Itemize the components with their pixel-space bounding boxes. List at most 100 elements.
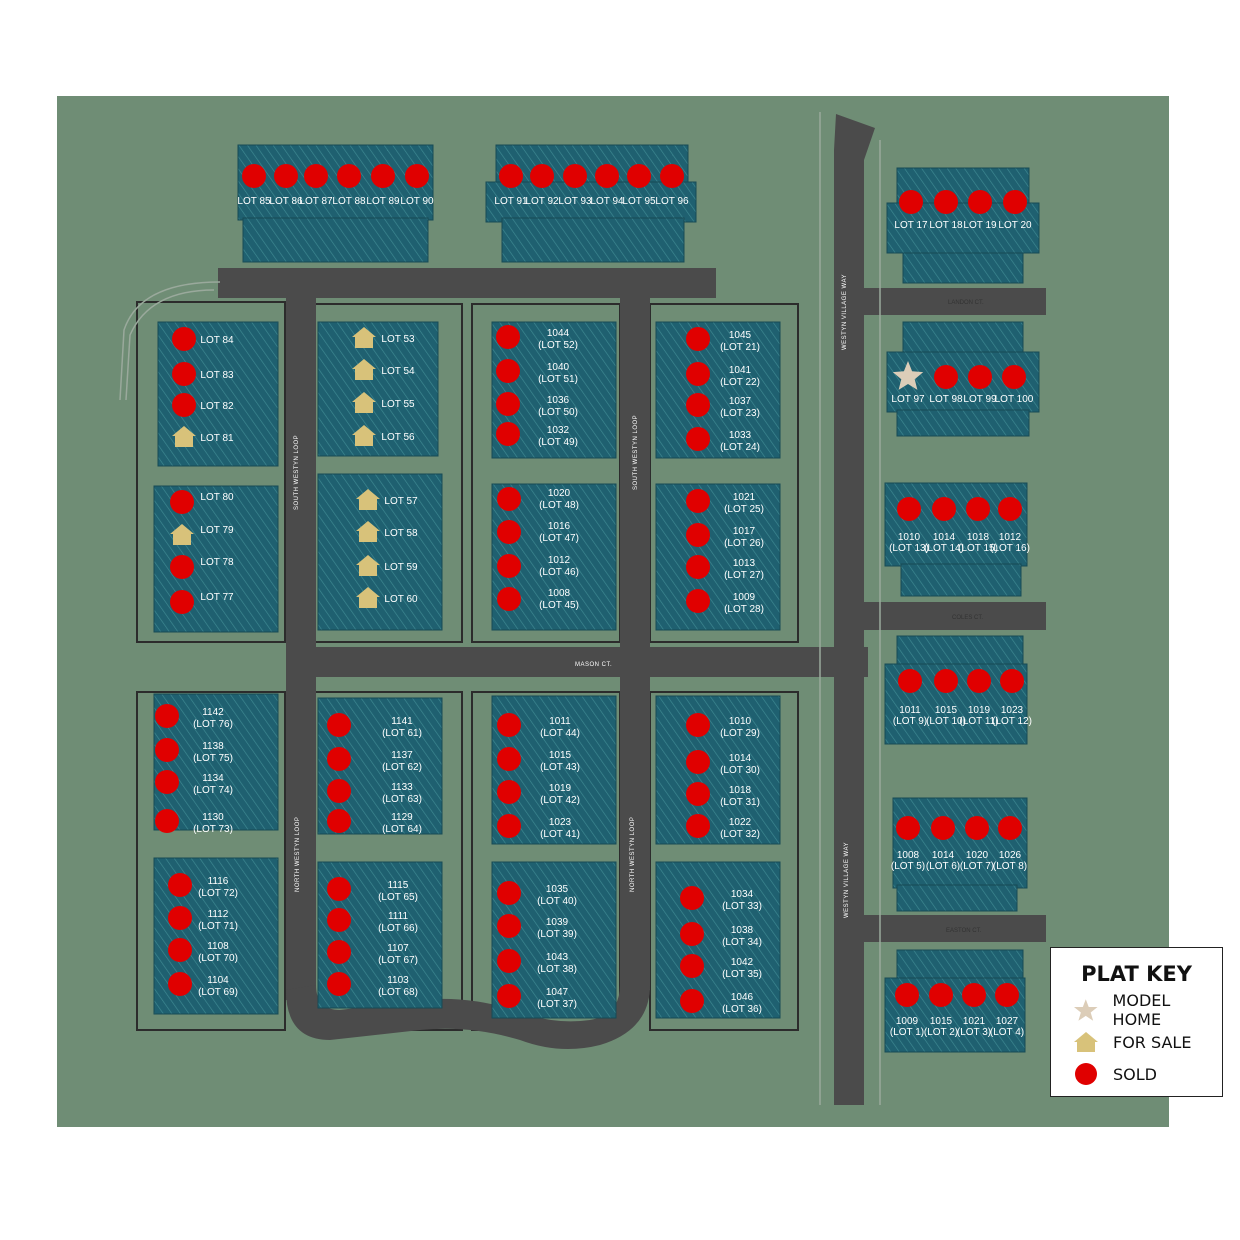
lot[interactable]: LOT 90 — [400, 164, 434, 207]
lot[interactable]: 1012(LOT 46) — [497, 554, 579, 578]
lot[interactable]: 1012(LOT 16) — [990, 497, 1030, 554]
lot[interactable]: 1111(LOT 66) — [327, 908, 418, 934]
lot[interactable]: LOT 56 — [352, 425, 415, 446]
lot[interactable]: LOT 53 — [352, 327, 415, 348]
lot[interactable]: LOT 91 — [494, 164, 528, 207]
lot[interactable]: 1115(LOT 65) — [327, 877, 418, 903]
lot[interactable]: 1038(LOT 34) — [680, 922, 762, 948]
lot[interactable]: LOT 96 — [655, 164, 689, 207]
lot[interactable]: 1141(LOT 61) — [327, 713, 422, 739]
lot[interactable]: 1013(LOT 27) — [686, 555, 764, 581]
lot[interactable]: 1138(LOT 75) — [155, 738, 233, 764]
lot[interactable]: 1040(LOT 51) — [496, 359, 578, 385]
lot[interactable]: 1103(LOT 68) — [327, 972, 418, 998]
lot[interactable]: 1022(LOT 32) — [686, 814, 760, 840]
lot[interactable]: 1010(LOT 13) — [889, 497, 929, 554]
lot[interactable]: LOT 89 — [366, 164, 400, 207]
lot[interactable]: 1023(LOT 41) — [497, 814, 580, 840]
lot[interactable]: 1041(LOT 22) — [686, 362, 760, 388]
lot[interactable]: 1010(LOT 29) — [686, 713, 760, 739]
lot[interactable]: LOT 20 — [998, 190, 1032, 231]
lot[interactable]: 1043(LOT 38) — [497, 949, 577, 975]
lot[interactable]: 1046(LOT 36) — [680, 989, 762, 1015]
lot[interactable]: 1020(LOT 7) — [960, 816, 994, 872]
lot[interactable]: LOT 60 — [356, 587, 418, 608]
lot[interactable]: 1008(LOT 45) — [497, 587, 579, 611]
lot[interactable]: LOT 84 — [172, 327, 234, 351]
lot[interactable]: 1014(LOT 14) — [924, 497, 964, 554]
lot[interactable]: 1035(LOT 40) — [497, 881, 577, 907]
lot[interactable]: 1019(LOT 11) — [959, 669, 999, 727]
lot[interactable]: 1130(LOT 73) — [155, 809, 233, 835]
lot[interactable]: 1009(LOT 1) — [890, 983, 924, 1038]
lot[interactable]: 1036(LOT 50) — [496, 392, 578, 418]
lot[interactable]: 1011(LOT 44) — [497, 713, 580, 739]
lot[interactable]: 1015(LOT 43) — [497, 747, 580, 773]
lot[interactable]: 1008(LOT 5) — [891, 816, 925, 872]
lot[interactable]: 1032(LOT 49) — [496, 422, 578, 448]
lot[interactable]: LOT 88 — [332, 164, 366, 207]
lot[interactable]: LOT 77 — [170, 590, 234, 614]
lot[interactable]: 1015(LOT 10) — [926, 669, 966, 727]
lot[interactable]: 1044(LOT 52) — [496, 325, 578, 351]
lot[interactable]: LOT 83 — [172, 362, 234, 386]
lot[interactable]: 1042(LOT 35) — [680, 954, 762, 980]
lot[interactable]: LOT 58 — [356, 521, 418, 542]
lot[interactable]: 1018(LOT 31) — [686, 782, 760, 808]
lot[interactable]: 1142(LOT 76) — [155, 704, 233, 730]
lot[interactable]: LOT 59 — [356, 555, 418, 576]
lot[interactable]: LOT 99 — [963, 365, 997, 405]
lot[interactable]: 1137(LOT 62) — [327, 747, 422, 773]
lot[interactable]: LOT 55 — [352, 392, 415, 413]
lot[interactable]: 1021(LOT 25) — [686, 489, 764, 515]
lot[interactable]: LOT 93 — [558, 164, 592, 207]
lot[interactable]: 1047(LOT 37) — [497, 984, 577, 1010]
lot[interactable]: 1107(LOT 67) — [327, 940, 418, 966]
lot[interactable]: 1104(LOT 69) — [168, 972, 238, 998]
lot[interactable]: LOT 80 — [170, 490, 234, 514]
lot[interactable]: LOT 100 — [995, 365, 1034, 405]
lot[interactable]: LOT 95 — [622, 164, 656, 207]
lot[interactable]: 1026(LOT 8) — [993, 816, 1027, 872]
lot[interactable]: 1015(LOT 2) — [924, 983, 958, 1038]
lot[interactable]: 1016(LOT 47) — [497, 520, 579, 544]
lot[interactable]: 1009(LOT 28) — [686, 589, 764, 615]
lot[interactable]: 1033(LOT 24) — [686, 427, 760, 453]
lot[interactable]: LOT 54 — [352, 359, 415, 380]
lot[interactable]: LOT 85 — [237, 164, 271, 207]
lot[interactable]: LOT 81 — [172, 426, 234, 447]
lot[interactable]: 1023(LOT 12) — [992, 669, 1032, 727]
lot[interactable]: LOT 82 — [172, 393, 234, 417]
lot[interactable]: LOT 98 — [929, 365, 963, 405]
lot[interactable]: 1027(LOT 4) — [990, 983, 1024, 1038]
lot[interactable]: 1014(LOT 6) — [926, 816, 960, 872]
lot[interactable]: LOT 94 — [590, 164, 624, 207]
lot[interactable]: LOT 57 — [356, 489, 418, 510]
lot[interactable]: 1108(LOT 70) — [168, 938, 238, 964]
lot[interactable]: LOT 86 — [269, 164, 303, 207]
lot[interactable]: LOT 18 — [929, 190, 963, 231]
lot[interactable]: 1116(LOT 72) — [168, 873, 238, 899]
lot[interactable]: 1112(LOT 71) — [168, 906, 238, 932]
lot[interactable]: LOT 79 — [170, 524, 234, 545]
lot[interactable]: 1045(LOT 21) — [686, 327, 760, 353]
lot[interactable]: LOT 19 — [963, 190, 997, 231]
lot[interactable]: 1019(LOT 42) — [497, 780, 580, 806]
lot[interactable]: 1034(LOT 33) — [680, 886, 762, 912]
lot[interactable]: LOT 87 — [299, 164, 333, 207]
lot[interactable]: 1129(LOT 64) — [327, 809, 422, 835]
lot[interactable]: 1021(LOT 3) — [957, 983, 991, 1038]
lot[interactable]: 1133(LOT 63) — [327, 779, 422, 805]
lot[interactable]: 1037(LOT 23) — [686, 393, 760, 419]
lot[interactable]: 1039(LOT 39) — [497, 914, 577, 940]
lot[interactable]: 1020(LOT 48) — [497, 487, 579, 511]
lot[interactable]: LOT 78 — [170, 555, 234, 579]
lot[interactable]: 1014(LOT 30) — [686, 750, 760, 776]
lot[interactable]: 1018(LOT 15) — [958, 497, 998, 554]
lot[interactable]: LOT 17 — [894, 190, 928, 231]
lot[interactable]: 1017(LOT 26) — [686, 523, 764, 549]
lot[interactable]: LOT 97 — [891, 361, 925, 405]
lot[interactable]: 1134(LOT 74) — [155, 770, 233, 796]
lot[interactable]: LOT 92 — [525, 164, 559, 207]
lot[interactable]: 1011(LOT 9) — [893, 669, 927, 727]
